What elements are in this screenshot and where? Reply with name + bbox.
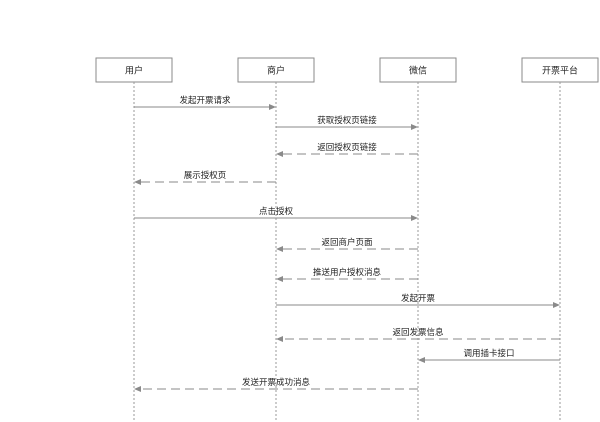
message-10: 调用插卡接口 (418, 348, 560, 363)
participant-label-merchant: 商户 (267, 65, 285, 77)
message-6: 返回商户页面 (276, 237, 418, 252)
arrowhead-icon (418, 357, 425, 363)
message-label: 返回商户页面 (321, 237, 373, 248)
message-label: 发起开票 (401, 293, 436, 304)
message-label: 调用插卡接口 (463, 348, 514, 359)
participant-merchant: 商户 (237, 57, 315, 422)
participant-user: 用户 (95, 57, 173, 422)
message-label: 获取授权页链接 (317, 115, 377, 126)
arrowhead-icon (276, 151, 283, 157)
arrowhead-icon (134, 386, 141, 392)
arrowhead-icon (269, 104, 276, 110)
message-label: 发起开票请求 (179, 95, 231, 106)
message-7: 推送用户授权消息 (276, 267, 418, 282)
participant-box-merchant (237, 57, 315, 83)
participant-wechat: 微信 (379, 57, 457, 422)
arrowhead-icon (276, 246, 283, 252)
participant-box-invoice (521, 57, 599, 83)
message-label: 推送用户授权消息 (313, 267, 382, 278)
message-9: 返回发票信息 (276, 327, 560, 342)
arrowhead-icon (411, 124, 418, 130)
message-3: 返回授权页链接 (276, 142, 418, 157)
message-label: 返回发票信息 (392, 327, 444, 338)
message-label: 发送开票成功消息 (242, 377, 311, 388)
arrowhead-icon (553, 302, 560, 308)
participant-label-wechat: 微信 (409, 65, 427, 77)
message-2: 获取授权页链接 (276, 115, 418, 130)
arrowhead-icon (276, 336, 283, 342)
message-label: 展示授权页 (184, 170, 227, 181)
message-5: 点击授权 (134, 206, 418, 221)
message-8: 发起开票 (276, 293, 560, 308)
message-4: 展示授权页 (134, 170, 276, 185)
message-11: 发送开票成功消息 (134, 377, 418, 392)
message-label: 点击授权 (259, 206, 294, 217)
arrowhead-icon (134, 179, 141, 185)
participant-invoice: 开票平台 (521, 57, 599, 422)
arrowhead-icon (276, 276, 283, 282)
participant-box-user (95, 57, 173, 83)
participant-label-user: 用户 (125, 65, 143, 77)
participant-label-invoice: 开票平台 (542, 65, 578, 77)
message-1: 发起开票请求 (134, 95, 276, 110)
participant-box-wechat (379, 57, 457, 83)
arrowhead-icon (411, 215, 418, 221)
message-label: 返回授权页链接 (317, 142, 377, 153)
